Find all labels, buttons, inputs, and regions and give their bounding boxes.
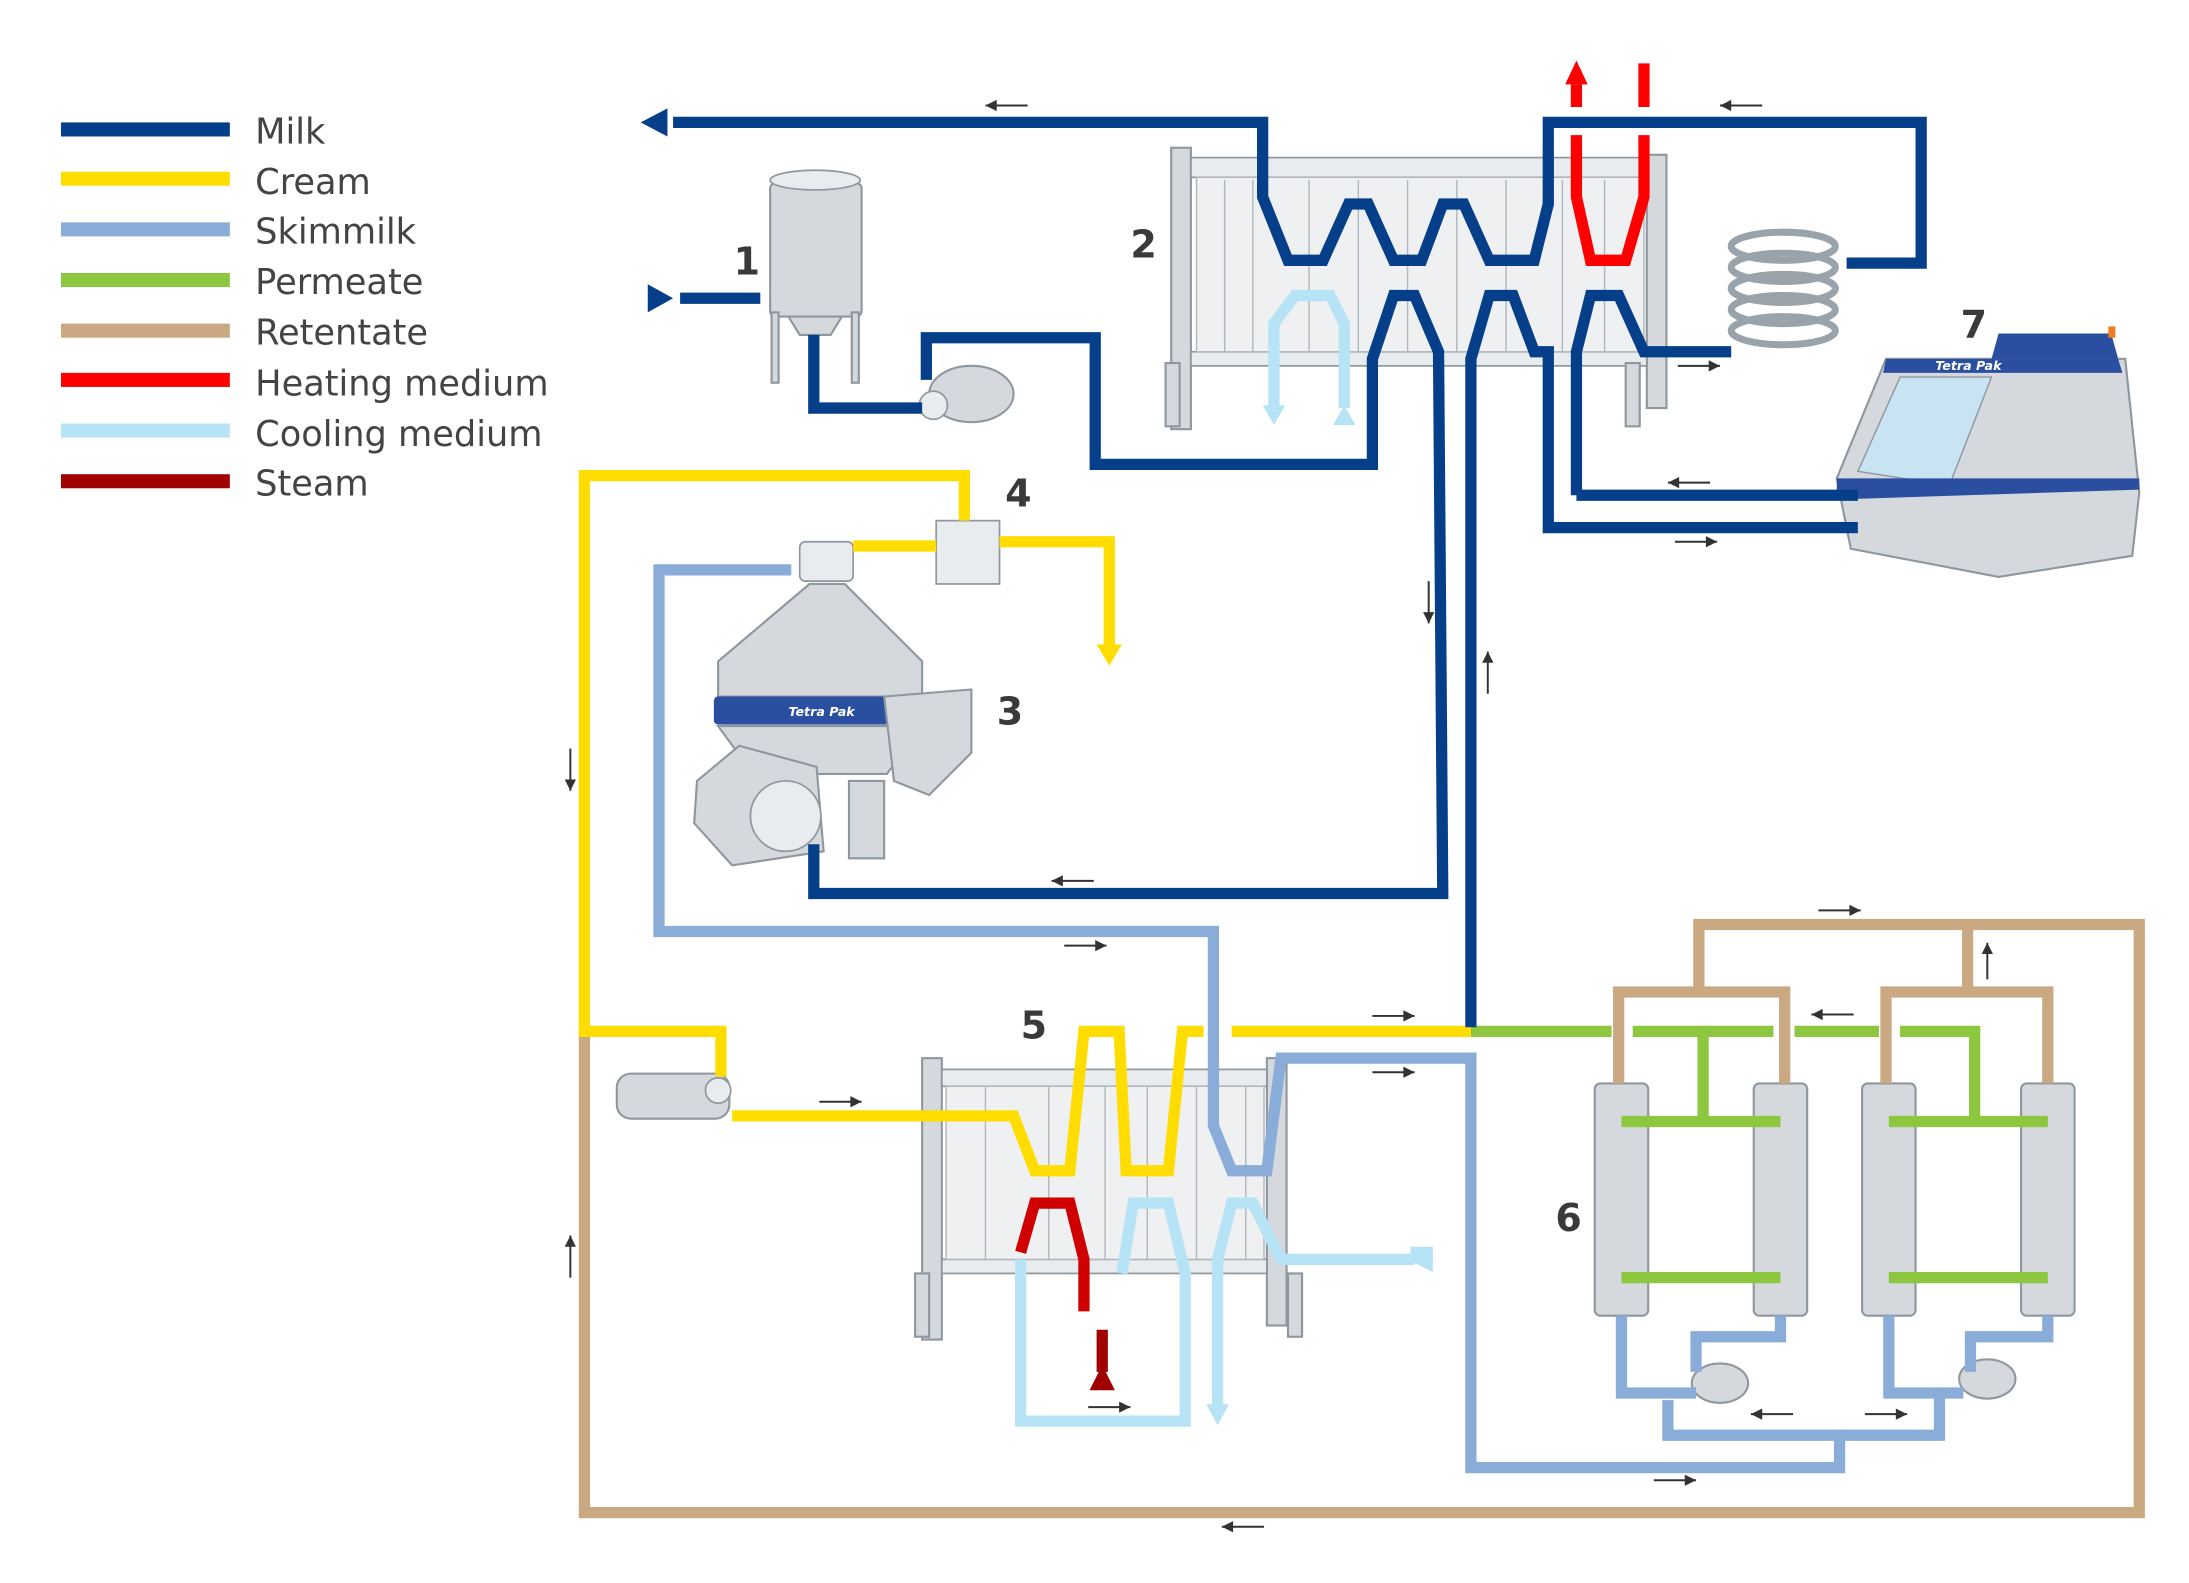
legend-swatch — [60, 372, 230, 387]
flow-arrow-down — [564, 748, 576, 791]
cream-pump — [615, 1072, 732, 1120]
feed-pump — [918, 364, 1015, 424]
flow-arrow-right — [1064, 939, 1107, 952]
legend-label: Retentate — [255, 313, 428, 354]
legend-item-steam: Steam — [60, 463, 369, 504]
equipment-number-2: 2 — [1130, 223, 1156, 267]
legend-item-cooling-medium: Cooling medium — [60, 414, 543, 455]
holding-coil — [1727, 228, 1839, 349]
tank-1 — [769, 169, 863, 384]
legend-swatch — [60, 423, 230, 438]
flow-arrow-left — [985, 99, 1028, 112]
flow-arrow-down — [1423, 581, 1435, 624]
flow-arrow-right — [1674, 536, 1718, 548]
legend-swatch — [60, 122, 230, 137]
cooling-medium-pipes — [1014, 289, 1433, 1427]
legend-item-cream: Cream — [60, 162, 371, 203]
skimmilk-pipes — [653, 564, 2054, 1474]
flow-arrow-right — [1372, 1066, 1415, 1078]
legend-item-skimmilk: Skimmilk — [60, 211, 417, 252]
equipment-number-1: 1 — [734, 239, 760, 283]
flow-arrow-right — [1088, 1401, 1131, 1413]
flow-arrow-right — [1864, 1408, 1908, 1420]
legend-item-retentate: Retentate — [60, 313, 428, 354]
legend-label: Permeate — [255, 262, 423, 303]
plate-heat-exchanger-2 — [1164, 146, 1668, 431]
flow-arrow-up — [1482, 651, 1494, 694]
cream-pipes — [578, 469, 1471, 1177]
logo-text: Tetra Pak — [1935, 358, 2003, 373]
flow-arrow-left — [1719, 99, 1763, 112]
retentate-pipes — [578, 918, 2145, 1519]
flow-arrow-right — [1653, 1474, 1697, 1486]
legend-label: Milk — [255, 112, 326, 153]
milk-pipes — [640, 108, 1927, 1028]
equipment-number-3: 3 — [997, 690, 1023, 734]
separator-3: Tetra Pak — [693, 540, 973, 867]
flow-arrow-up — [1981, 942, 1993, 980]
legend-swatch — [60, 323, 230, 338]
flow-arrow-left — [1750, 1408, 1794, 1420]
permeate-pipes — [1470, 1025, 2048, 1284]
equipment-number-6: 6 — [1555, 1196, 1581, 1240]
legend-item-heating-medium: Heating medium — [60, 363, 549, 404]
flow-arrow-left — [1667, 477, 1711, 489]
flow-arrow-left — [1811, 1008, 1854, 1021]
equipment-number-4: 4 — [1005, 472, 1031, 516]
heating-medium-pipes — [1015, 60, 1650, 1312]
legend-swatch — [60, 474, 230, 489]
flow-arrows — [564, 99, 1993, 1533]
legend-swatch — [60, 222, 230, 237]
flow-arrow-left — [1221, 1521, 1265, 1533]
equipment-number-5: 5 — [1021, 1003, 1047, 1047]
valve-box-4 — [935, 519, 1001, 585]
legend-swatch — [60, 272, 230, 288]
legend-item-permeate: Permeate — [60, 262, 423, 303]
legend-label: Steam — [255, 463, 369, 504]
equipment-number-7: 7 — [1961, 303, 1987, 347]
legend-item-milk: Milk — [60, 112, 326, 153]
legend-label: Cream — [255, 162, 371, 203]
legend-label: Skimmilk — [255, 211, 416, 252]
flow-arrow-up — [564, 1235, 576, 1278]
legend-swatch — [60, 171, 230, 186]
logo-text: Tetra Pak — [788, 704, 856, 719]
legend: Milk Cream Skimmilk Permeate Retentate H… — [60, 112, 549, 504]
legend-label: Heating medium — [255, 363, 548, 404]
bactofugation-machine-7: Tetra Pak — [1835, 326, 2141, 578]
legend-label: Cooling medium — [255, 414, 542, 455]
flow-arrow-left — [1051, 875, 1094, 887]
membrane-filtration-6 — [1593, 1082, 2076, 1404]
flow-arrow-right — [1677, 360, 1720, 372]
flow-arrow-right — [1818, 904, 1861, 917]
flow-arrow-right — [1372, 1010, 1415, 1022]
flow-arrow-right — [819, 1096, 862, 1108]
steam-pipe — [1089, 1329, 1115, 1391]
